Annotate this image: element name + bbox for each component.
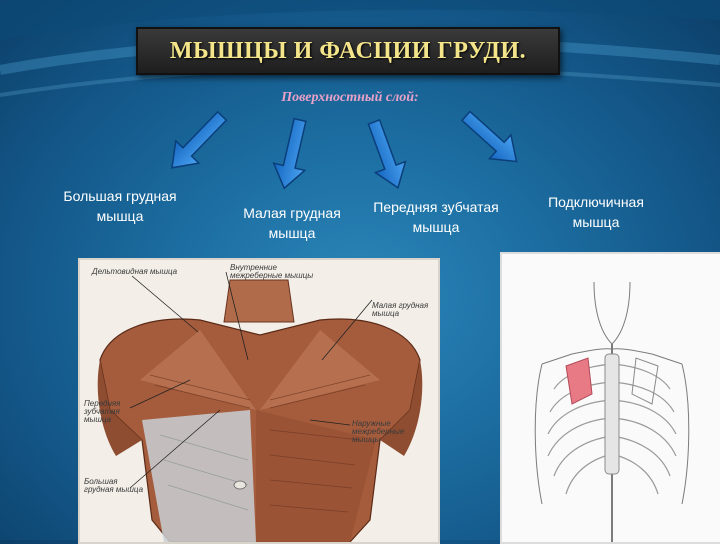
torso-muscles-figure: Дельтовидная мышца Внутренние межреберны… <box>78 258 440 544</box>
arrows-group <box>171 110 518 190</box>
label-inner-intercostal: Внутренние межреберные мышцы <box>230 263 314 280</box>
page-title: МЫШЦЫ И ФАСЦИИ ГРУДИ. <box>169 37 527 64</box>
label-serratus-figure: Передняя зубчатая мышца <box>84 399 121 424</box>
layer-subtitle: Поверхностный слой: <box>281 90 419 105</box>
skeleton-subclavius-figure <box>500 252 720 544</box>
label-major-pectoral: Большая грудная мышца <box>63 188 177 224</box>
label-deltoid: Дельтовидная мышца <box>92 267 178 276</box>
arrow-icon-4 <box>460 110 518 163</box>
arrow-icon-2 <box>272 117 307 190</box>
label-outer-intercostal: Наружные межреберные мышцы <box>352 419 405 444</box>
label-serratus-anterior: Передняя зубчатая мышца <box>373 199 499 235</box>
title-banner: МЫШЦЫ И ФАСЦИИ ГРУДИ. <box>136 27 560 75</box>
label-subclavius: Подключичная мышца <box>548 194 644 230</box>
arrow-icon-1 <box>171 110 228 169</box>
arrow-icon-3 <box>367 118 407 189</box>
skeleton-illustration <box>502 254 720 542</box>
label-minor-pectoral: Малая грудная мышца <box>243 205 341 241</box>
torso-muscles-illustration <box>80 260 438 542</box>
label-major-pectoral-figure: Большая грудная мышца <box>84 477 144 494</box>
label-minor-pectoral-figure: Малая грудная мышца <box>372 301 429 318</box>
